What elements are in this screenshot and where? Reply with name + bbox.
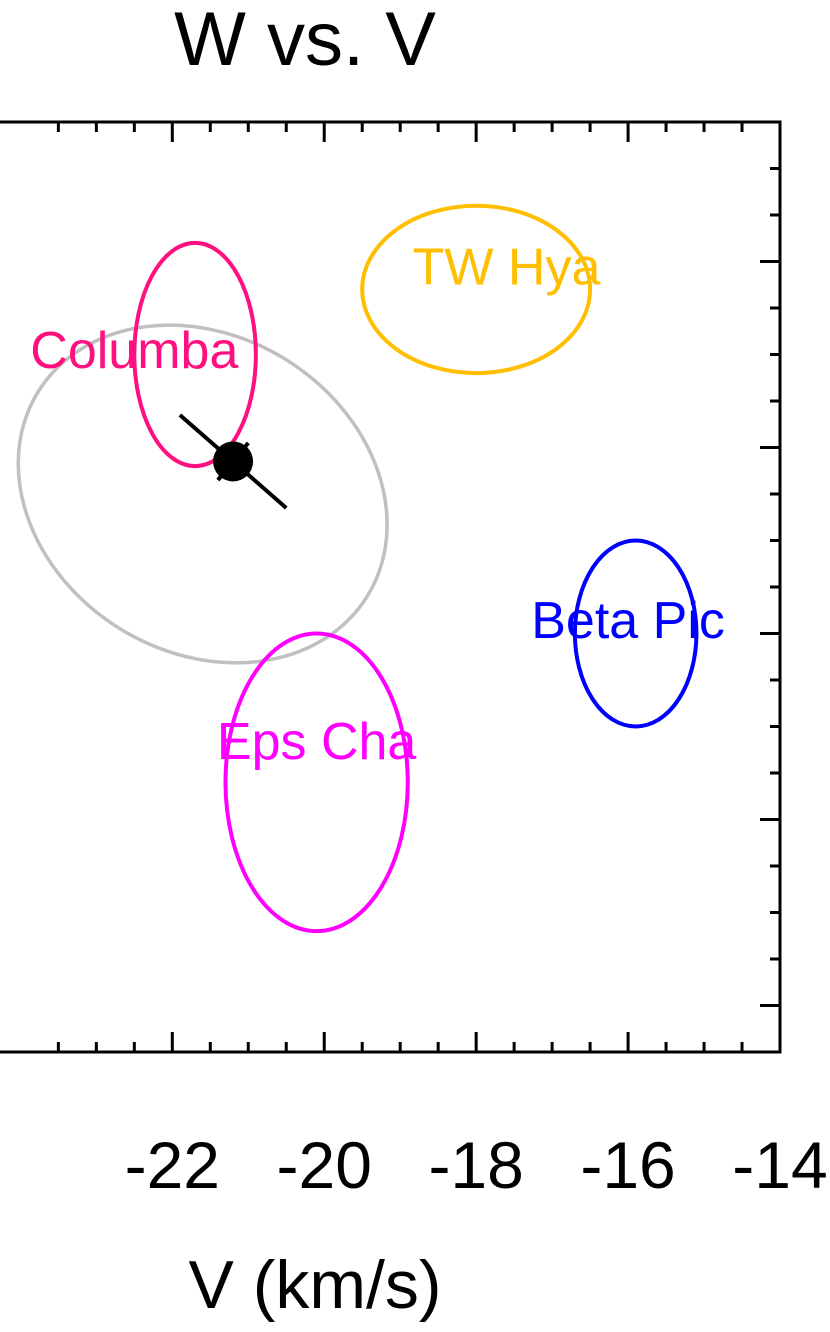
x-tick-label: -14	[732, 1128, 827, 1202]
x-tick-label: -20	[277, 1128, 372, 1202]
group-ellipse-eps-cha	[223, 631, 410, 934]
uncertainty-ellipse	[16, 323, 389, 665]
x-tick-label: -22	[125, 1128, 220, 1202]
x-tick-label: -18	[428, 1128, 523, 1202]
x-axis-label: V (km/s)	[188, 1247, 441, 1323]
axis-ticks	[56, 122, 782, 1052]
x-tick-labels: -22 -20 -18 -16 -14	[125, 1128, 828, 1202]
group-label-tw-hya: TW Hya	[413, 239, 601, 297]
group-ellipse-columba	[132, 240, 258, 469]
plot-frame	[0, 120, 782, 1054]
x-tick-label: -16	[580, 1128, 675, 1202]
group-ellipse-beta-pic	[572, 538, 699, 729]
chart-title: W vs. V	[174, 0, 436, 82]
group-label-beta-pic: Beta Pic	[531, 592, 725, 650]
group-label-columba: Columba	[30, 322, 238, 380]
group-ellipse-tw-hya	[360, 203, 593, 376]
target-point	[213, 441, 254, 482]
group-label-eps-cha: Eps Cha	[217, 713, 417, 771]
